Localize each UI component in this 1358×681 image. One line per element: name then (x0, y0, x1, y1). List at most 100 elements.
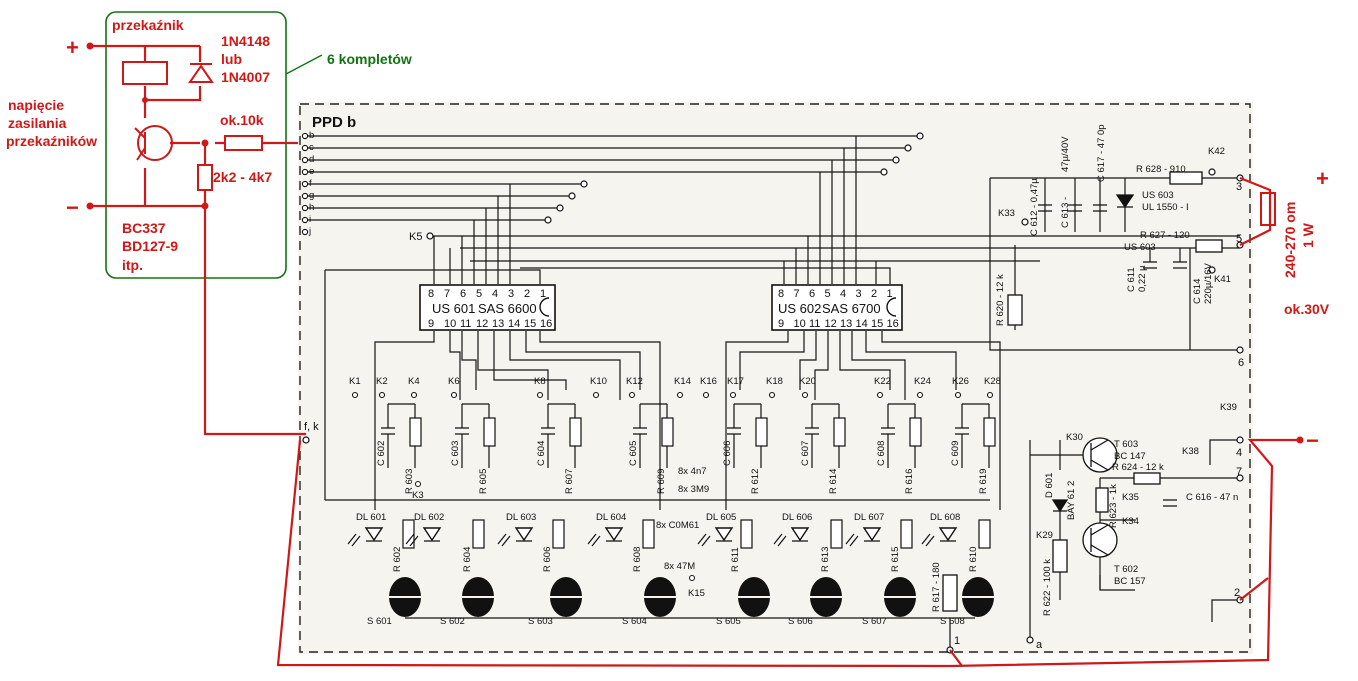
led-resistor (830, 519, 843, 549)
label-terminal-a: a (1036, 639, 1043, 651)
led-light-arrows (497, 533, 532, 547)
ic1-type: SAS 6600 (478, 301, 537, 316)
led-label: DL 606 (782, 512, 812, 523)
ic-pin-number: 4 (840, 288, 846, 300)
label-k33: K33 (998, 208, 1015, 219)
label-r622: R 622 - 100 k (1042, 559, 1053, 616)
k-point-terminal (628, 391, 636, 399)
bus-letter: e (309, 166, 314, 177)
k-point-terminal (351, 391, 359, 399)
led-label: DL 604 (596, 512, 626, 523)
ann-tr-1: BC337 (122, 220, 166, 236)
ic-pin-number: 7 (444, 288, 450, 300)
resistor (661, 417, 674, 447)
bus-terminal (301, 132, 309, 140)
bus-terminal (301, 192, 309, 200)
switch-label: S 605 (716, 616, 741, 627)
k-point-terminal (876, 391, 884, 399)
ic-pin-number: 9 (778, 318, 784, 330)
k-point-terminal (378, 391, 386, 399)
k-point-terminal (702, 391, 710, 399)
label-c617: C 617 - 47 0p (1096, 124, 1107, 182)
k-point-terminal (450, 391, 458, 399)
capacitor (805, 404, 819, 468)
ic-pin-number: 3 (856, 288, 862, 300)
led-resistor-label: R 615 (890, 547, 901, 572)
ic-pin-number: 14 (508, 318, 520, 330)
capacitor (881, 404, 895, 468)
label-t602: T 602 (1114, 564, 1138, 575)
led-icon (604, 527, 624, 542)
capacitor (455, 404, 469, 468)
k-point-label: K1 (349, 376, 361, 387)
label-c616: C 616 - 47 n (1186, 492, 1238, 503)
cap-label: C 607 (800, 441, 811, 466)
terminal-7: 7 (1236, 466, 1242, 478)
rc-wire (548, 403, 576, 468)
label-c614a: C 614 (1192, 279, 1203, 304)
label-c611b: 0,22 µ (1137, 265, 1148, 292)
label-bc157: BC 157 (1114, 576, 1146, 587)
terminal-6: 6 (1238, 357, 1244, 369)
k-point-label: K20 (799, 376, 816, 387)
ic-pin-number: 6 (460, 288, 466, 300)
resistor (569, 417, 582, 447)
capacitor (541, 404, 555, 468)
terminal-2: 2 (1234, 587, 1240, 599)
switch-label: S 606 (788, 616, 813, 627)
ann-minus-left: − (66, 195, 79, 220)
label-k35: K35 (1122, 492, 1139, 503)
switch-label: S 602 (440, 616, 465, 627)
capacitor (955, 404, 969, 468)
bus-letter: i (309, 214, 311, 225)
bus-terminal (301, 168, 309, 176)
ic2-part: US 602 (778, 301, 821, 316)
label-r617: R 617 - 180 (931, 562, 942, 612)
rc-wire (462, 403, 490, 468)
res-label: R 605 (478, 469, 489, 494)
k-point-label: K4 (408, 376, 420, 387)
led-icon (790, 527, 810, 542)
resistor (983, 417, 996, 447)
switch-label: S 601 (367, 616, 392, 627)
bus-letter: j (308, 226, 311, 237)
ic-pin-number: 12 (825, 318, 837, 330)
bus-letter: c (309, 142, 314, 153)
cap-label: C 602 (376, 441, 387, 466)
ic-pin-number: 5 (825, 288, 831, 300)
led-light-arrows (697, 533, 732, 547)
module-title: PPD b (312, 114, 356, 131)
bus-letter: h (309, 202, 314, 213)
res-label: R 612 (750, 469, 761, 494)
led-resistor (472, 519, 485, 549)
label-k3: K3 (412, 490, 424, 501)
led-resistor-label: R 613 (820, 547, 831, 572)
resistor (833, 417, 846, 447)
res-label: R 616 (904, 469, 915, 494)
label-k5: K5 (409, 231, 422, 243)
ic-pin-number: 11 (460, 318, 471, 330)
cap-label: C 608 (876, 441, 887, 466)
k-point-label: K6 (448, 376, 460, 387)
label-fk: f, k (304, 421, 319, 433)
rc-wire (640, 403, 668, 468)
ic-pin-number: 2 (524, 288, 530, 300)
k-point-label: K16 (700, 376, 717, 387)
bus-terminal (301, 180, 309, 188)
note-rc4: 8x 47M (664, 561, 695, 572)
ann-diode-or: lub (221, 51, 242, 67)
ic-pin-number: 10 (794, 318, 806, 330)
cap-label: C 603 (450, 441, 461, 466)
ann-res-base: ok.10k (220, 112, 264, 128)
ic-pin-number: 6 (809, 288, 815, 300)
led-label: DL 607 (854, 512, 884, 523)
k-point-label: K17 (727, 376, 744, 387)
cap-label: C 604 (536, 441, 547, 466)
note-rc2: 8x 3M9 (678, 484, 709, 495)
label-t603: T 603 (1114, 439, 1138, 450)
led-icon (364, 527, 384, 542)
